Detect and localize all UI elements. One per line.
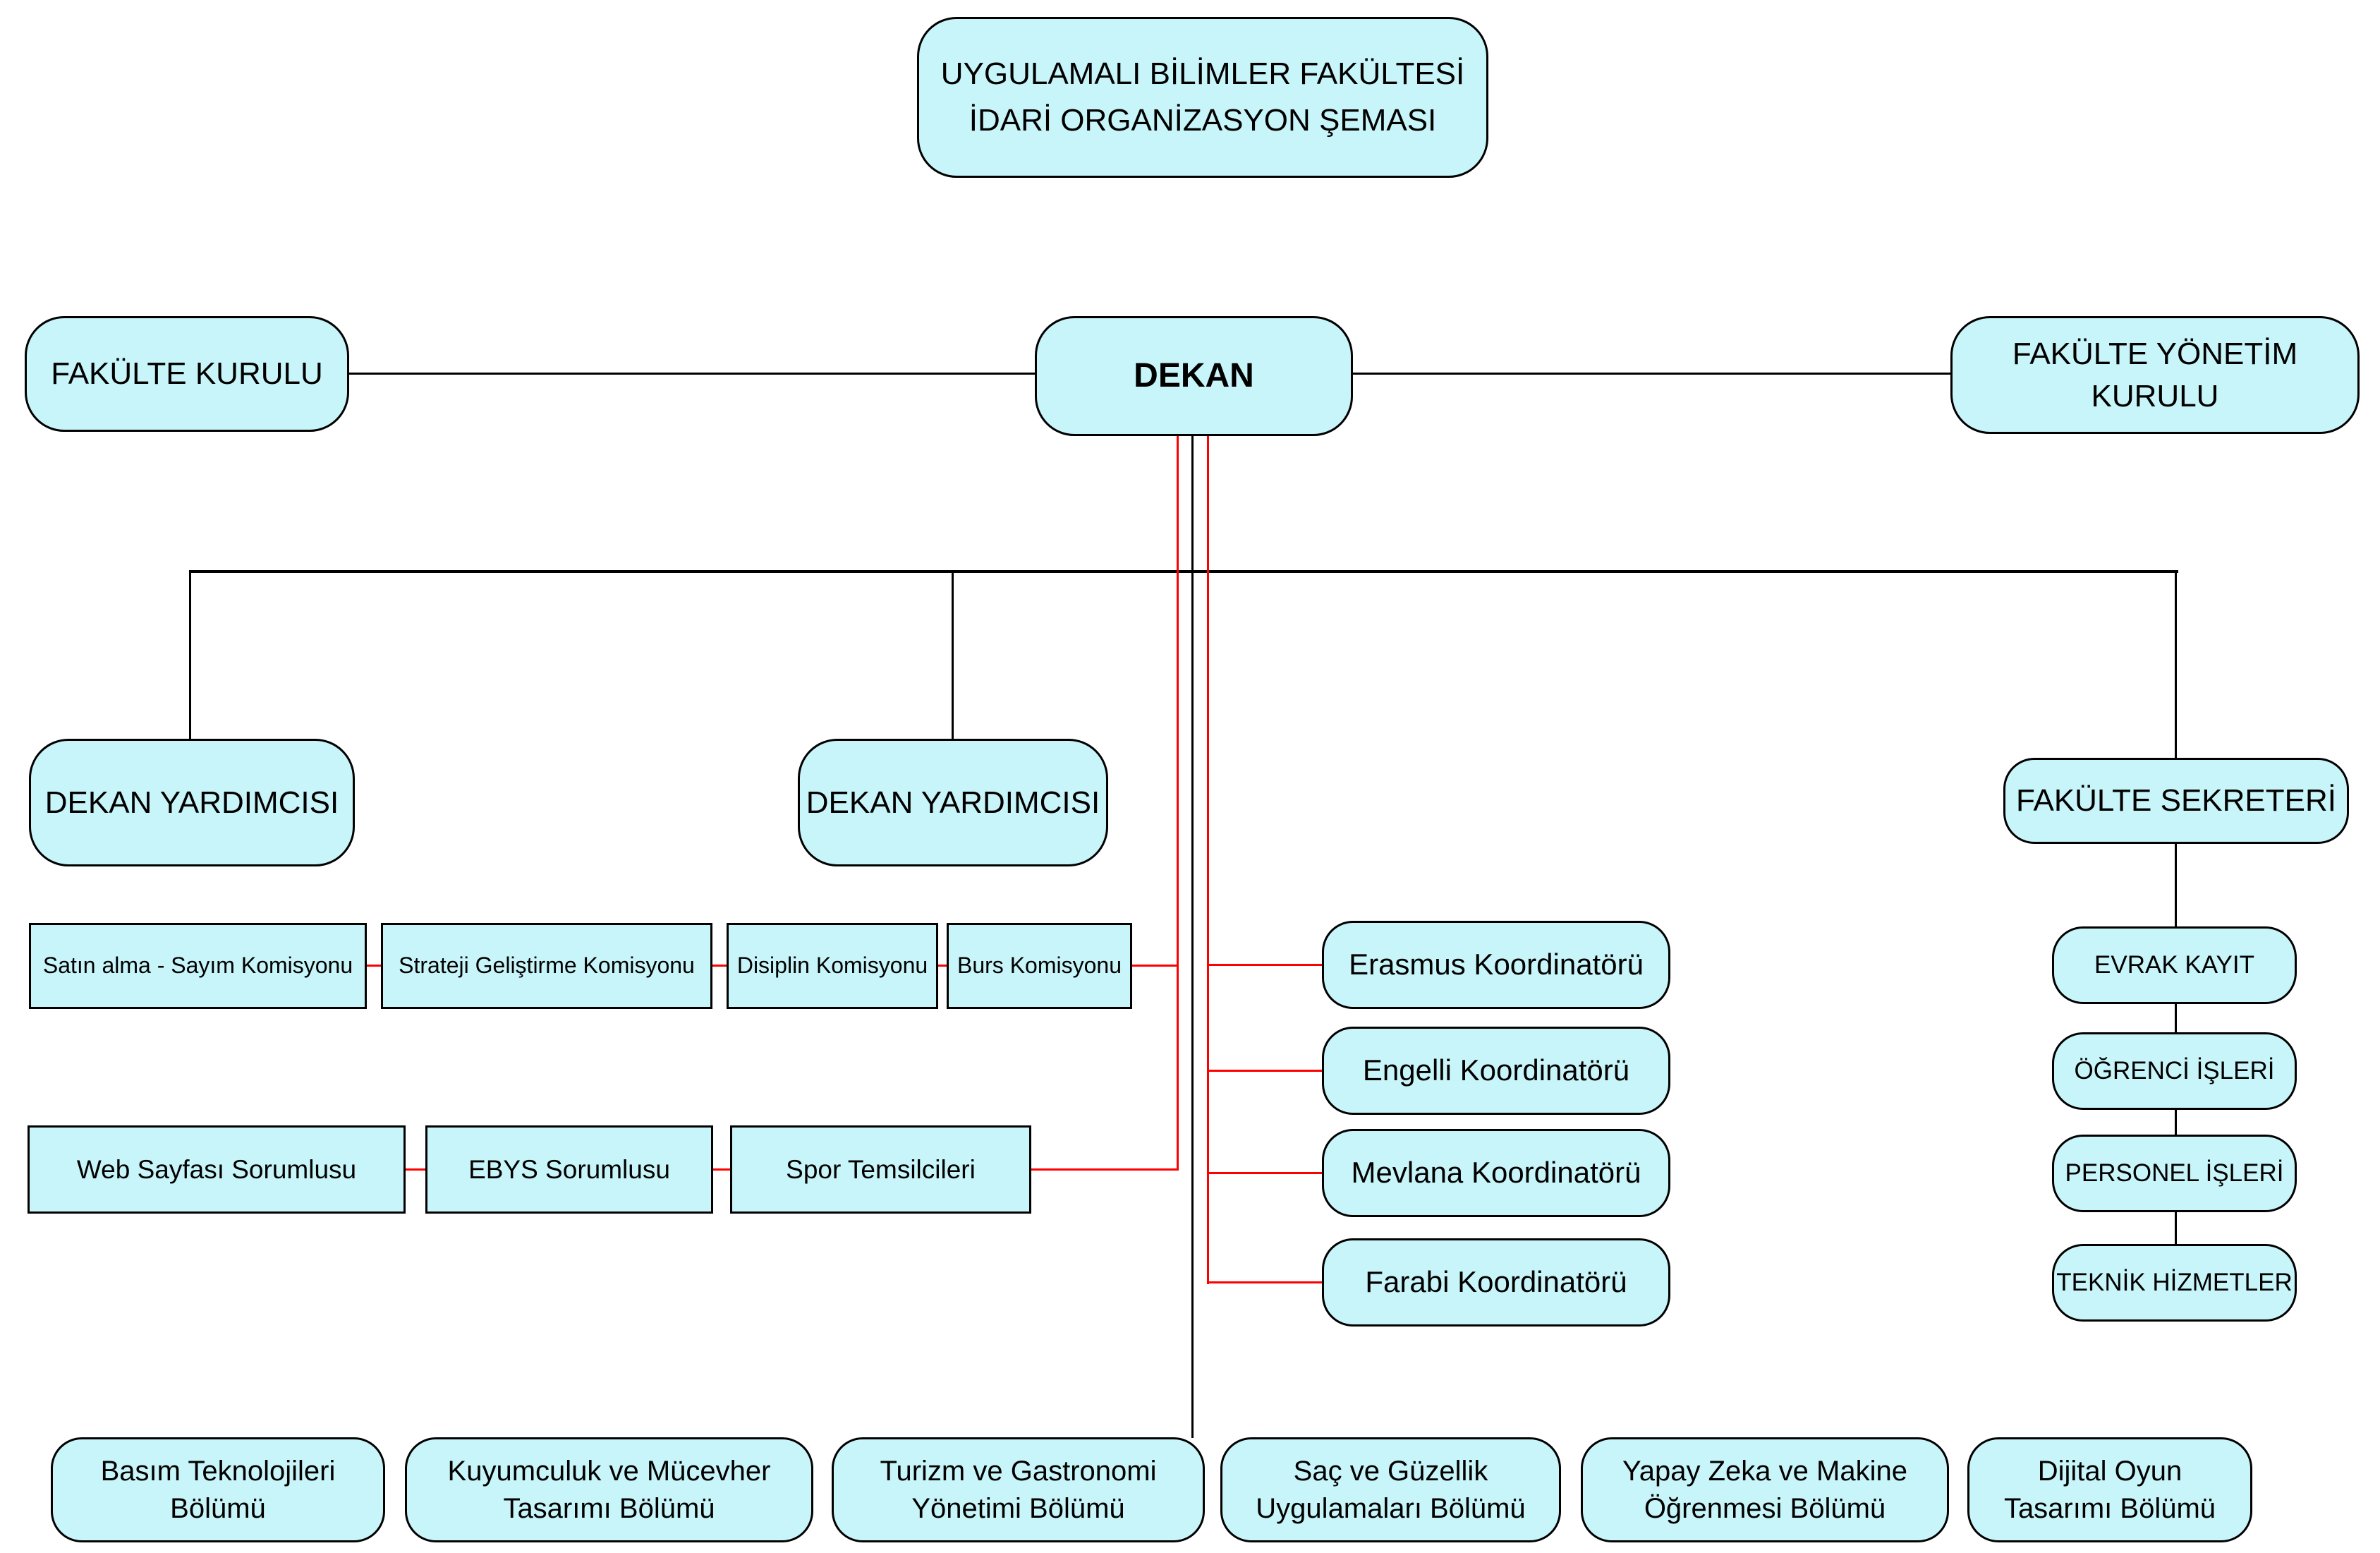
department-kuyumculuk-line-1: Kuyumculuk ve Mücevher [447, 1455, 771, 1487]
node-department-basim: Basım Teknolojileri Bölümü [51, 1437, 385, 1542]
node-department-dijital-oyun: Dijital Oyun Tasarımı Bölümü [1967, 1437, 2252, 1542]
department-sac-guzellik-line-2: Uygulamaları Bölümü [1256, 1492, 1526, 1524]
red-connector-commission-3-4 [938, 965, 947, 967]
department-dijital-oyun-line-1: Dijital Oyun [2037, 1455, 2182, 1487]
title-line-1: UYGULAMALI BİLİMLER FAKÜLTESİ [940, 56, 1465, 91]
department-turizm-text: Turizm ve Gastronomi Yönetimi Bölümü [880, 1453, 1157, 1528]
department-sac-guzellik-text: Saç ve Güzellik Uygulamaları Bölümü [1256, 1453, 1525, 1528]
node-dekan-yardimcisi-2: DEKAN YARDIMCISI [798, 739, 1108, 866]
node-fakulte-sekreteri: FAKÜLTE SEKRETERİ [2003, 758, 2349, 844]
node-unit-personel-isleri: PERSONEL İŞLERİ [2052, 1135, 2297, 1212]
red-line-left-vertical [1177, 433, 1179, 1171]
coordinator-mevlana-label: Mevlana Koordinatörü [1351, 1156, 1641, 1190]
dekan-label: DEKAN [1134, 356, 1254, 394]
node-responsible-web: Web Sayfası Sorumlusu [28, 1125, 406, 1214]
commission-disiplin-label: Disiplin Komisyonu [736, 953, 928, 979]
unit-ogrenci-isleri-label: ÖĞRENCİ İŞLERİ [2074, 1057, 2275, 1085]
title-line-2: İDARİ ORGANİZASYON ŞEMASI [969, 103, 1437, 138]
red-connector-responsible-2-3 [713, 1168, 730, 1171]
node-department-kuyumculuk: Kuyumculuk ve Mücevher Tasarımı Bölümü [405, 1437, 813, 1542]
commission-satin-alma-label: Satın alma - Sayım Komisyonu [42, 953, 353, 979]
fakulte-yonetim-kurulu-line-2: KURULU [2091, 378, 2219, 413]
red-connector-engelli [1207, 1070, 1322, 1072]
unit-personel-isleri-label: PERSONEL İŞLERİ [2065, 1159, 2284, 1188]
unit-teknik-hizmetler-label: TEKNİK HİZMETLER [2056, 1269, 2293, 1297]
node-commission-strateji: Strateji Geliştirme Komisyonu [381, 923, 712, 1009]
center-line-dekan-departments [1191, 433, 1194, 1438]
unit-evrak-kayit-label: EVRAK KAYIT [2094, 951, 2254, 979]
fakulte-yonetim-kurulu-line-1: FAKÜLTE YÖNETİM [2012, 337, 2298, 372]
coordinator-farabi-label: Farabi Koordinatörü [1365, 1265, 1627, 1299]
node-fakulte-yonetim-kurulu: FAKÜLTE YÖNETİM KURULU [1950, 316, 2360, 434]
responsible-web-label: Web Sayfası Sorumlusu [76, 1154, 357, 1184]
node-coordinator-engelli: Engelli Koordinatörü [1322, 1027, 1670, 1115]
department-yapay-zeka-text: Yapay Zeka ve Makine Öğrenmesi Bölümü [1622, 1453, 1907, 1528]
red-connector-commission-2-3 [712, 965, 727, 967]
node-commission-burs: Burs Komisyonu [947, 923, 1132, 1009]
department-dijital-oyun-line-2: Tasarımı Bölümü [2003, 1492, 2216, 1524]
red-connector-farabi [1207, 1281, 1322, 1283]
node-dekan: DEKAN [1035, 316, 1353, 436]
node-coordinator-erasmus: Erasmus Koordinatörü [1322, 921, 1670, 1009]
node-fakulte-kurulu: FAKÜLTE KURULU [25, 316, 349, 432]
node-unit-evrak-kayit: EVRAK KAYIT [2052, 926, 2297, 1004]
responsible-spor-label: Spor Temsilcileri [786, 1154, 976, 1184]
fakulte-yonetim-kurulu-text: FAKÜLTE YÖNETİM KURULU [2012, 333, 2297, 417]
department-turizm-line-1: Turizm ve Gastronomi [880, 1455, 1157, 1487]
node-unit-ogrenci-isleri: ÖĞRENCİ İŞLERİ [2052, 1032, 2297, 1110]
drop-line-fakulte-sekreteri [2175, 570, 2177, 759]
department-kuyumculuk-line-2: Tasarımı Bölümü [503, 1492, 715, 1524]
department-basim-text: Basım Teknolojileri Bölümü [101, 1453, 336, 1528]
dekan-yardimcisi-2-label: DEKAN YARDIMCISI [806, 785, 1100, 820]
fakulte-kurulu-label: FAKÜLTE KURULU [51, 356, 323, 392]
red-line-right-vertical [1207, 433, 1209, 1284]
node-department-turizm: Turizm ve Gastronomi Yönetimi Bölümü [832, 1437, 1205, 1542]
red-connector-erasmus [1207, 964, 1322, 966]
department-yapay-zeka-line-1: Yapay Zeka ve Makine [1622, 1455, 1907, 1487]
red-connector-commission-4-trunk [1132, 965, 1179, 967]
node-unit-teknik-hizmetler: TEKNİK HİZMETLER [2052, 1244, 2297, 1322]
node-department-yapay-zeka: Yapay Zeka ve Makine Öğrenmesi Bölümü [1581, 1437, 1949, 1542]
connector-dekan-fakulte-yonetim-kurulu [1353, 373, 1950, 375]
department-basim-line-1: Basım Teknolojileri [100, 1455, 336, 1487]
department-yapay-zeka-line-2: Öğrenmesi Bölümü [1644, 1492, 1886, 1524]
node-responsible-ebys: EBYS Sorumlusu [425, 1125, 713, 1214]
red-connector-commission-1-2 [367, 965, 381, 967]
branch-line-horizontal [189, 570, 2178, 573]
red-connector-mevlana [1207, 1172, 1322, 1174]
node-dekan-yardimcisi-1: DEKAN YARDIMCISI [29, 739, 355, 866]
node-department-sac-guzellik: Saç ve Güzellik Uygulamaları Bölümü [1220, 1437, 1561, 1542]
coordinator-erasmus-label: Erasmus Koordinatörü [1349, 948, 1644, 981]
department-dijital-oyun-text: Dijital Oyun Tasarımı Bölümü [2004, 1453, 2216, 1528]
title-text: UYGULAMALI BİLİMLER FAKÜLTESİ İDARİ ORGA… [941, 51, 1465, 144]
node-commission-disiplin: Disiplin Komisyonu [727, 923, 938, 1009]
coordinator-engelli-label: Engelli Koordinatörü [1362, 1053, 1630, 1087]
connector-fakulte-kurulu-dekan [349, 373, 1048, 375]
node-title: UYGULAMALI BİLİMLER FAKÜLTESİ İDARİ ORGA… [917, 17, 1488, 178]
node-coordinator-farabi: Farabi Koordinatörü [1322, 1238, 1670, 1327]
node-commission-satin-alma: Satın alma - Sayım Komisyonu [29, 923, 367, 1009]
department-turizm-line-2: Yönetimi Bölümü [911, 1492, 1125, 1524]
fakulte-sekreteri-label: FAKÜLTE SEKRETERİ [2016, 783, 2336, 818]
drop-line-dekan-yardimcisi-2 [952, 570, 954, 740]
commission-burs-label: Burs Komisyonu [957, 953, 1122, 979]
drop-line-dekan-yardimcisi-1 [189, 570, 191, 740]
department-sac-guzellik-line-1: Saç ve Güzellik [1293, 1455, 1488, 1487]
red-connector-responsible-1-2 [406, 1168, 425, 1171]
node-responsible-spor: Spor Temsilcileri [730, 1125, 1031, 1214]
red-connector-responsible-3-trunk [1031, 1168, 1179, 1171]
dekan-yardimcisi-1-label: DEKAN YARDIMCISI [44, 785, 339, 820]
department-basim-line-2: Bölümü [170, 1492, 266, 1524]
department-kuyumculuk-text: Kuyumculuk ve Mücevher Tasarımı Bölümü [448, 1453, 771, 1528]
commission-strateji-label: Strateji Geliştirme Komisyonu [399, 953, 695, 979]
responsible-ebys-label: EBYS Sorumlusu [468, 1154, 670, 1184]
node-coordinator-mevlana: Mevlana Koordinatörü [1322, 1129, 1670, 1217]
